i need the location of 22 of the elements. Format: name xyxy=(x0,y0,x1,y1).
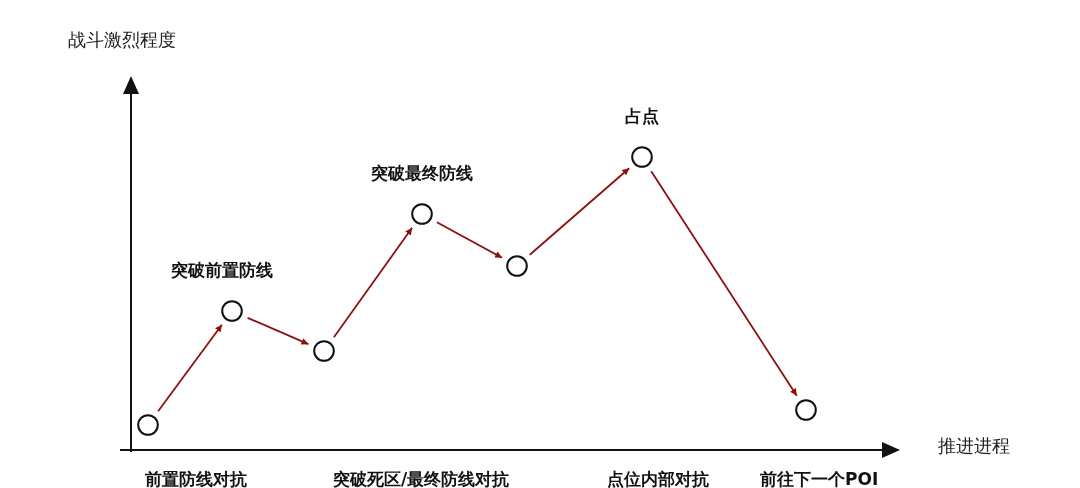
stage-label: 占点 xyxy=(625,105,659,128)
arrow xyxy=(436,221,503,259)
stage-label: 前往下一个POI xyxy=(760,468,879,488)
stage-label: 突破死区/最终防线对抗 xyxy=(333,468,510,488)
stage-circle xyxy=(506,255,528,277)
stage-circle xyxy=(137,414,159,436)
stage-circle xyxy=(411,203,433,225)
arrow xyxy=(157,323,223,413)
arrow xyxy=(333,226,413,339)
arrow xyxy=(650,170,798,397)
stage-circle xyxy=(631,146,653,168)
stage-circle xyxy=(313,340,335,362)
stage-circle xyxy=(795,399,817,421)
stage-label: 突破前置防线 xyxy=(171,259,273,282)
arrow xyxy=(246,316,310,346)
arrow xyxy=(528,167,631,256)
stage-label: 点位内部对抗 xyxy=(607,468,709,488)
stage-label: 前置防线对抗 xyxy=(145,468,247,488)
axis-title: 推进进程 xyxy=(938,434,1010,458)
axis-title: 战斗激烈程度 xyxy=(68,28,176,52)
stage-label: 突破最终防线 xyxy=(371,162,473,185)
stage-circle xyxy=(221,300,243,322)
